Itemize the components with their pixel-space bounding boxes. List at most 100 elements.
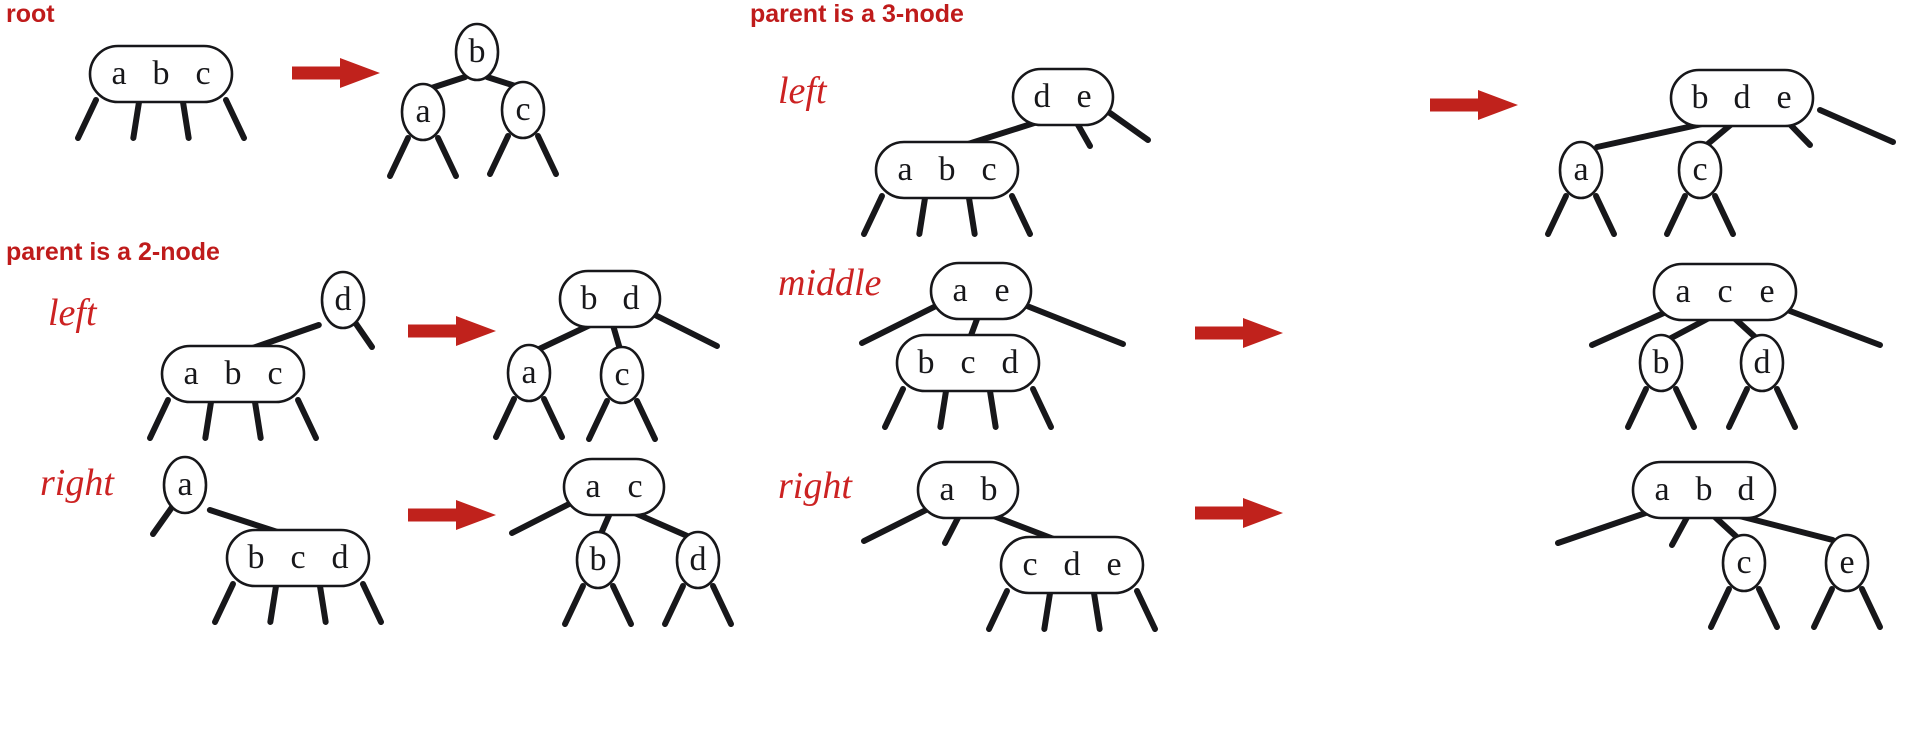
child-stub	[130, 97, 143, 141]
child-stub	[1030, 386, 1054, 430]
two-node-shape	[675, 530, 721, 590]
labels-layer: root parent is a 2-node parent is a 3-node…	[6, 0, 964, 507]
node-key: c	[267, 355, 282, 392]
child-stub	[1708, 586, 1732, 630]
child-stub	[1625, 386, 1649, 430]
child-stub	[1090, 588, 1103, 632]
tree-node: d	[1739, 333, 1785, 393]
child-stub	[1545, 193, 1569, 237]
node-key: d	[1034, 78, 1051, 115]
node-key: b	[939, 151, 956, 188]
two-node-shape	[500, 80, 546, 140]
tree-edge	[1594, 120, 1710, 150]
child-stub	[360, 581, 384, 625]
multi-key-node-shape	[874, 140, 1020, 200]
two-node-shape	[506, 343, 552, 403]
node-key: d	[1064, 546, 1081, 583]
two-node-shape	[1638, 333, 1684, 393]
section-heading-two: parent is a 2-node	[6, 238, 220, 266]
multi-key-node-shape	[999, 535, 1145, 595]
node-key: c	[960, 344, 975, 381]
multi-key-node-shape	[160, 344, 306, 404]
child-stub	[202, 397, 215, 441]
two-node-shape	[1677, 140, 1723, 200]
tree-node: c	[1677, 140, 1723, 200]
tree-edge	[534, 321, 596, 353]
child-stub	[251, 397, 264, 441]
node-key: e	[1076, 78, 1091, 115]
node-key: c	[1022, 546, 1037, 583]
child-stub	[1009, 193, 1033, 237]
transform-arrow-icon	[1430, 90, 1518, 120]
child-stub	[1811, 586, 1835, 630]
arrow-head	[292, 58, 380, 88]
dangling-edge	[1817, 107, 1896, 145]
section-heading-root: root	[6, 0, 55, 28]
dangling-edge	[1024, 303, 1126, 347]
tree-node: b	[454, 22, 500, 82]
node-key: d	[623, 280, 640, 317]
child-stub	[634, 398, 658, 442]
child-stub	[986, 386, 999, 430]
child-stub	[586, 398, 610, 442]
tree-node: b	[1638, 333, 1684, 393]
case-label-three-middle: middle	[778, 262, 882, 304]
transform-arrow-icon	[292, 58, 380, 88]
child-stub	[179, 97, 192, 141]
node-key: d	[1754, 344, 1771, 381]
tree-node: a	[400, 82, 446, 142]
multi-key-node-shape	[1669, 68, 1815, 128]
child-stub	[965, 193, 978, 237]
child-stub	[1712, 193, 1736, 237]
child-stub	[223, 97, 247, 141]
node-key: d	[1734, 79, 1751, 116]
two-node-shape	[162, 455, 208, 515]
tree-edge	[1732, 512, 1836, 543]
child-stub	[1859, 586, 1883, 630]
tree-node: e	[1824, 533, 1870, 593]
arrows-layer	[292, 58, 1518, 530]
node-key: c	[627, 468, 642, 505]
dangling-edge	[1779, 305, 1883, 348]
tree-node: d	[320, 270, 366, 330]
node-key: a	[585, 468, 600, 505]
node-key: d	[335, 281, 352, 318]
child-stub	[562, 583, 586, 627]
child-stub	[662, 583, 686, 627]
tree-node: a	[1558, 140, 1604, 200]
node-key: c	[1717, 273, 1732, 310]
node-key: b	[1653, 344, 1670, 381]
node-key: e	[1106, 546, 1121, 583]
child-stub	[147, 397, 171, 441]
two-node-shape	[1739, 333, 1785, 393]
node-key: a	[1675, 273, 1690, 310]
node-key: c	[1692, 151, 1707, 188]
node-key: a	[939, 471, 954, 508]
dangling-edge	[1107, 110, 1151, 143]
arrow-head	[1195, 498, 1283, 528]
node-key: b	[225, 355, 242, 392]
multi-key-node-shape	[929, 261, 1033, 321]
two-node-shape	[400, 82, 446, 142]
node-key: a	[1573, 151, 1588, 188]
case-label-three-left: left	[778, 70, 828, 112]
node-key: b	[1692, 79, 1709, 116]
node-key: c	[1736, 544, 1751, 581]
multi-key-node-shape	[1652, 262, 1798, 322]
node-key: e	[1776, 79, 1791, 116]
case-label-two-right: right	[40, 462, 115, 504]
node-key: b	[153, 55, 170, 92]
section-heading-three: parent is a 3-node	[750, 0, 964, 28]
two-node-shape	[599, 345, 645, 405]
transform-arrow-icon	[1195, 318, 1283, 348]
node-key: a	[111, 55, 126, 92]
